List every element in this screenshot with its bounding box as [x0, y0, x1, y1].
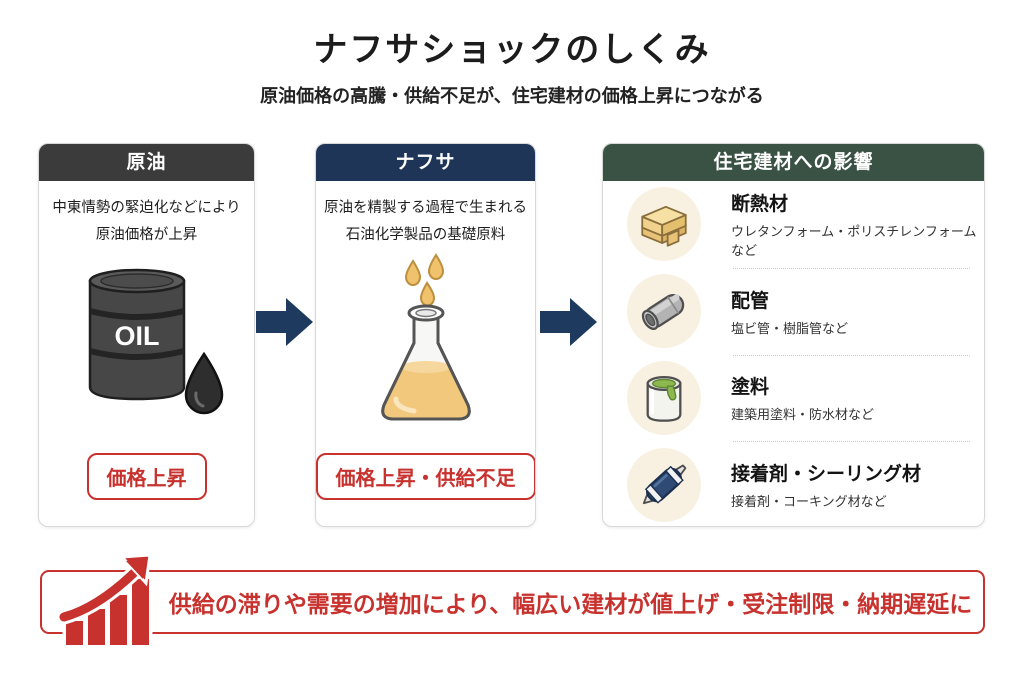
- material-desc: ウレタンフォーム・ポリスチレンフォームなど: [731, 224, 977, 259]
- material-title: 接着剤・シーリング材: [731, 464, 922, 486]
- status-badge-naphtha: 価格上昇・供給不足: [316, 453, 535, 500]
- oil-barrel-label: OIL: [114, 321, 159, 351]
- card-naphtha: ナフサ 原油を精製する過程で生まれる 石油化学製品の基礎原料: [315, 143, 536, 527]
- status-badge-oil: 価格上昇: [86, 453, 207, 500]
- card-naphtha-body-line1: 原油を精製する過程で生まれる: [324, 200, 527, 216]
- materials-list: 断熱材 ウレタンフォーム・ポリスチレンフォームなど: [603, 181, 984, 526]
- card-crude-oil-header: 原油: [39, 144, 254, 181]
- conclusion-banner-text: 供給の滞りや需要の増加により、幅広い建材が値上げ・受注制限・納期遅延に: [168, 591, 973, 617]
- list-item-insulation: 断熱材 ウレタンフォーム・ポリスチレンフォームなど: [603, 181, 984, 268]
- conclusion-banner: 供給の滞りや需要の増加により、幅広い建材が値上げ・受注制限・納期遅延に: [40, 555, 985, 647]
- card-housing-materials-header: 住宅建材への影響: [603, 144, 984, 181]
- page-title: ナフサショックのしくみ: [313, 31, 711, 69]
- material-desc: 建築用塗料・防水材など: [731, 407, 875, 423]
- card-crude-oil-body: 中東情勢の緊迫化などにより 原油価格が上昇: [39, 195, 254, 249]
- flow-arrow-icon: [256, 298, 313, 346]
- flow-arrow-icon: [540, 298, 597, 346]
- material-text: 接着剤・シーリング材 接着剤・コーキング材など: [731, 459, 921, 510]
- paint-can-icon: [627, 360, 701, 435]
- insulation-icon: [627, 187, 701, 262]
- rising-bar-chart-icon: [58, 555, 153, 647]
- card-naphtha-header: ナフサ: [316, 144, 535, 181]
- material-title: 配管: [731, 290, 770, 312]
- card-crude-oil-body-line2: 原油価格が上昇: [95, 226, 198, 243]
- material-desc: 塩ビ管・樹脂管など: [731, 320, 849, 336]
- list-item-piping: 配管 塩ビ管・樹脂管など: [603, 267, 984, 355]
- card-crude-oil: 原油 中東情勢の緊迫化などにより 原油価格が上昇 OIL 価格上昇: [38, 143, 255, 527]
- material-text: 塗料 建築用塗料・防水材など: [731, 372, 874, 423]
- card-housing-materials: 住宅建材への影響 断熱材 ウレタンフォーム・ポリスチレンフォームなど: [602, 143, 985, 527]
- pipe-icon: [627, 274, 701, 349]
- caulk-tube-icon: [627, 447, 701, 522]
- flask-icon: [316, 252, 535, 436]
- card-naphtha-body: 原油を精製する過程で生まれる 石油化学製品の基礎原料: [316, 195, 535, 249]
- material-desc: 接着剤・コーキング材など: [731, 494, 887, 510]
- list-item-adhesive-sealant: 接着剤・シーリング材 接着剤・コーキング材など: [603, 441, 984, 526]
- list-item-paint: 塗料 建築用塗料・防水材など: [603, 354, 984, 442]
- material-title: 塗料: [731, 377, 770, 399]
- oil-barrel-icon: OIL: [39, 259, 254, 424]
- material-text: 配管 塩ビ管・樹脂管など: [731, 286, 848, 337]
- page-subtitle: 原油価格の高騰・供給不足が、住宅建材の価格上昇につながる: [260, 86, 764, 106]
- material-text: 断熱材 ウレタンフォーム・ポリスチレンフォームなど: [731, 189, 984, 259]
- card-crude-oil-body-line1: 中東情勢の緊迫化などにより: [52, 200, 241, 216]
- card-naphtha-body-line2: 石油化学製品の基礎原料: [345, 226, 506, 243]
- material-title: 断熱材: [731, 194, 789, 216]
